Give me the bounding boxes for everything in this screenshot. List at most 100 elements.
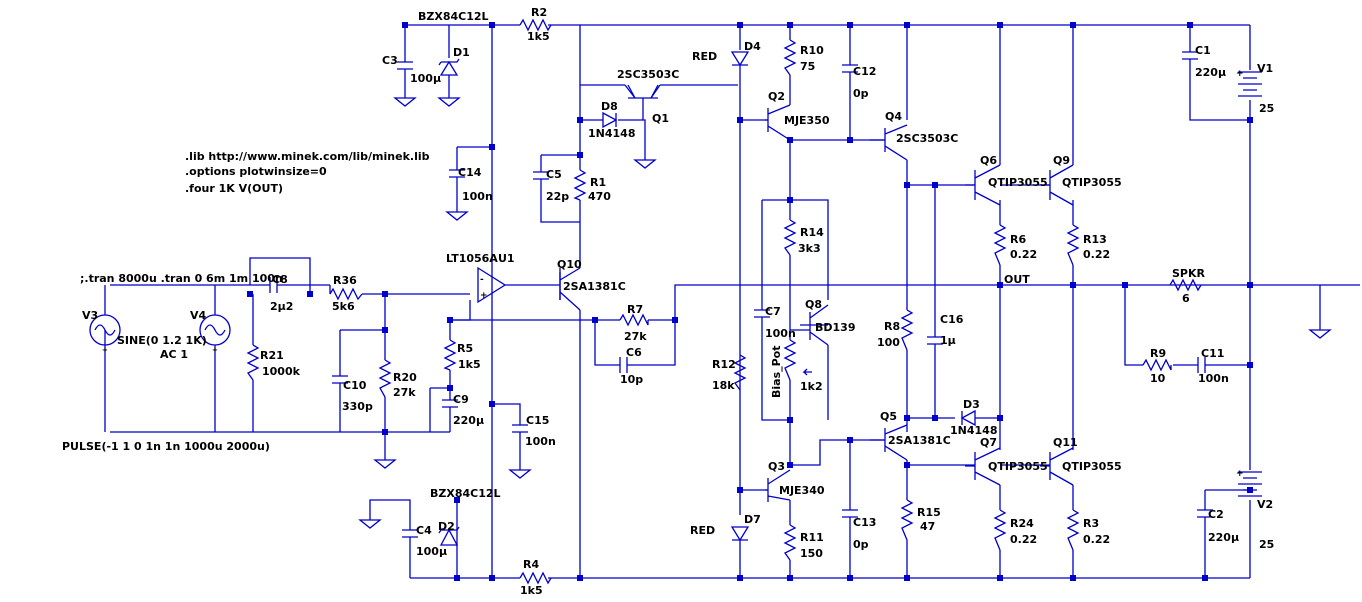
directive-four: .four 1K V(OUT) [185, 182, 283, 195]
wire [740, 25, 791, 200]
speaker-resistor [1169, 278, 1202, 292]
label-r14v: 3k3 [798, 242, 821, 255]
wire [740, 439, 885, 578]
label-r6v: 0.22 [1010, 248, 1037, 261]
bias-pot [783, 339, 797, 381]
label-c9: C9 [453, 393, 469, 406]
label-r13v: 0.22 [1083, 248, 1110, 261]
labels: .lib http://www.minek.com/lib/minek.lib … [62, 6, 1274, 597]
wire [1124, 285, 1250, 366]
tran-text: ;.tran 8000u .tran 0 6m 1m 100n [80, 272, 283, 285]
capacitor-c12 [842, 64, 858, 100]
ground-icon [445, 211, 469, 221]
junction-dot [847, 22, 853, 28]
junction-dot [932, 182, 938, 188]
label-c14v: 100n [462, 190, 493, 203]
label-r4: R4 [523, 558, 539, 571]
junction-dot [592, 317, 598, 323]
label-d1: D1 [453, 46, 470, 59]
label-v1v: 25 [1259, 102, 1274, 115]
wire [559, 268, 581, 578]
label-q2: Q2 [768, 90, 785, 103]
label-r5v: 1k5 [458, 358, 481, 371]
junction-dot [737, 22, 743, 28]
label-r10: R10 [800, 44, 824, 57]
label-c1v: 220µ [1195, 66, 1226, 79]
junction-dot [489, 22, 495, 28]
label-bzx-top: BZX84C12L [418, 10, 489, 23]
label-c14: C14 [458, 166, 482, 179]
junction-dot [932, 415, 938, 421]
diode-d4 [730, 51, 750, 67]
label-r13: R13 [1083, 233, 1107, 246]
label-q11v: QTIP3055 [1062, 460, 1122, 473]
label-red-bot: RED [690, 524, 715, 537]
capacitor-c7 [754, 309, 770, 340]
label-r3: R3 [1083, 517, 1099, 530]
label-v3: V3 [82, 309, 98, 322]
label-r7v: 27k [624, 330, 647, 343]
junction-dot [447, 317, 453, 323]
label-spkr: SPKR [1172, 267, 1206, 280]
junction-dot [997, 282, 1003, 288]
label-r24v: 0.22 [1010, 533, 1037, 546]
resistor-r11 [783, 524, 797, 561]
label-q10v: 2SA1381C [563, 280, 626, 293]
resistor-r3 [1066, 509, 1080, 551]
transistor-q1 [624, 84, 661, 120]
label-c16: C16 [940, 313, 964, 326]
resistor-r10 [783, 39, 797, 76]
resistor-r15 [900, 499, 914, 541]
wire [1204, 489, 1250, 578]
component-shape: - [480, 275, 484, 285]
junction-dot [1187, 22, 1193, 28]
label-r9: R9 [1150, 347, 1166, 360]
label-q2v: MJE350 [784, 114, 830, 127]
label-q3: Q3 [768, 460, 785, 473]
label-c13: C13 [853, 516, 876, 529]
resistor-r36 [329, 287, 363, 301]
label-lt: LT1056A [446, 252, 498, 265]
wire [104, 330, 216, 432]
diode-d3 [960, 409, 976, 427]
label-c13v: 0p [853, 538, 869, 551]
label-spkr-v: 6 [1182, 292, 1190, 305]
transistor-q2 [765, 104, 791, 141]
label-c6v: 10p [620, 373, 643, 386]
junction-dot [904, 462, 910, 468]
label-r8v: 100 [877, 336, 900, 349]
label-c15: C15 [526, 414, 549, 427]
junction-dot [737, 575, 743, 581]
label-c12v: 0p [853, 87, 869, 100]
resistor-r24 [993, 509, 1007, 551]
component-shape: + [480, 291, 488, 301]
resistor-r13 [1066, 224, 1080, 266]
label-r11v: 150 [800, 547, 823, 560]
label-c8v: 2µ2 [270, 300, 293, 313]
transistor-q5 [870, 424, 908, 461]
junction-dot [454, 575, 460, 581]
directive-options: .options plotwinsize=0 [185, 165, 327, 178]
label-v1: V1 [1257, 62, 1273, 75]
resistor-r14 [783, 219, 797, 256]
label-c5: C5 [546, 168, 562, 181]
junction-dot [847, 137, 853, 143]
junction-dot [402, 22, 408, 28]
wire [907, 184, 1000, 419]
label-r14: R14 [800, 226, 824, 239]
junction-dot [787, 137, 793, 143]
opamp-u1 [477, 266, 507, 304]
sine-text: SINE(0 1.2 1K) [117, 334, 207, 347]
capacitor-c14 [449, 169, 465, 183]
transistor-q4 [870, 124, 908, 161]
label-r2: R2 [531, 6, 547, 19]
junction-dot [1247, 362, 1253, 368]
transistor-q3 [765, 469, 791, 502]
junction-dot [737, 117, 743, 123]
label-r6: R6 [1010, 233, 1026, 246]
label-r20: R20 [393, 371, 417, 384]
label-d7: D7 [744, 513, 761, 526]
junction-dot [307, 291, 313, 297]
label-red-top: RED [692, 50, 717, 63]
label-r8: R8 [884, 320, 900, 333]
